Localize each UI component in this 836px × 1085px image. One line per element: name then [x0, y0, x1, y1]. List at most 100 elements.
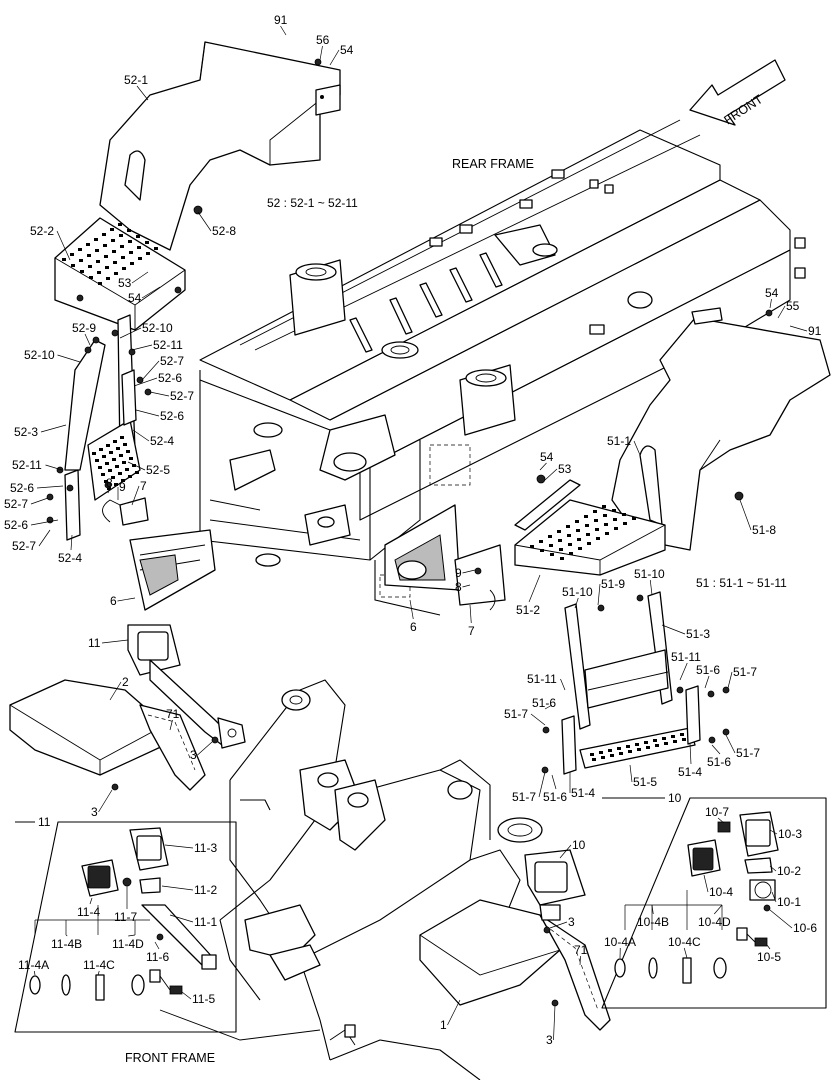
perforation: [119, 454, 123, 457]
perforation: [549, 544, 553, 547]
perforation: [110, 228, 114, 231]
callout-11-4D: 11-4D: [112, 937, 144, 951]
leader-52-7: [142, 361, 159, 380]
perforation: [105, 462, 109, 465]
leader-52-6d: [31, 520, 58, 525]
perforation: [632, 517, 636, 520]
perforation: [102, 455, 106, 458]
perforation: [617, 747, 621, 750]
leader-11-6: [155, 942, 159, 949]
wheel-chocks: [103, 482, 506, 610]
perforation: [94, 238, 98, 241]
callout-51-9: 51-9: [601, 577, 625, 591]
callout-52-11: 52-11: [153, 338, 183, 352]
inset-11-title: 11: [38, 815, 51, 829]
perforation: [129, 457, 133, 460]
perforation: [594, 519, 598, 522]
perforation: [98, 282, 102, 285]
perforation: [137, 246, 141, 249]
perforation: [585, 524, 589, 527]
callout-10-4B: 10-4B: [637, 915, 669, 929]
leader-51-6: [705, 676, 709, 688]
leader-11-4D: [128, 935, 135, 936]
perforation: [119, 234, 123, 237]
callout-71b: 71: [574, 943, 588, 957]
callout-3: 3: [190, 748, 197, 762]
leader-54c: [770, 299, 772, 308]
leader-7b: [470, 605, 471, 623]
perforation: [120, 245, 124, 248]
perforation: [567, 534, 571, 537]
callout-3c: 3: [568, 915, 575, 929]
perforation: [577, 538, 581, 541]
callout-52-1: 52-1: [124, 73, 148, 87]
callout-52-7: 52-7: [160, 354, 184, 368]
callout-54b: 54: [128, 291, 142, 305]
perforation: [97, 271, 101, 274]
perforation: [88, 265, 92, 268]
perforation: [87, 254, 91, 257]
perforation: [664, 742, 668, 745]
callout-6b: 6: [410, 620, 417, 634]
perforation: [89, 276, 93, 279]
perforation: [566, 525, 570, 528]
perforation: [128, 475, 132, 478]
callout-10-4D: 10-4D: [698, 915, 731, 929]
perforation: [612, 509, 616, 512]
perforation: [548, 535, 552, 538]
perforation: [138, 257, 142, 260]
fender-51-assembly: [515, 308, 830, 774]
perforation: [71, 264, 75, 267]
callout-51-6c: 51-6: [707, 755, 731, 769]
leader-52-11: [132, 345, 152, 350]
callout-11-3: 11-3: [194, 841, 217, 855]
callout-53: 53: [118, 276, 132, 290]
perforation: [622, 513, 626, 516]
leader-54: [330, 50, 339, 65]
callout-51-4b: 51-4: [571, 786, 595, 800]
group-52-range: 52 : 52-1 ~ 52-11: [267, 196, 358, 210]
callout-54c: 54: [765, 286, 779, 300]
perforation: [78, 248, 82, 251]
callout-7b: 7: [468, 624, 475, 638]
perforation: [125, 468, 129, 471]
perforation: [568, 543, 572, 546]
perforation: [95, 249, 99, 252]
perforation: [114, 483, 118, 486]
perforation: [111, 239, 115, 242]
callout-91: 91: [274, 13, 288, 27]
perforation: [62, 258, 66, 261]
leader-6b: [410, 600, 413, 619]
leader-11-4B: [66, 935, 67, 936]
perforation: [644, 741, 648, 744]
leader-6: [118, 598, 136, 601]
perforation: [603, 514, 607, 517]
leader-52-1: [137, 86, 148, 100]
callout-51-8: 51-8: [752, 523, 776, 537]
callout-10-5: 10-5: [757, 950, 781, 964]
leader-3b: [99, 790, 113, 812]
leader-11-2: [162, 886, 193, 890]
callout-51-6b: 51-6: [532, 696, 556, 710]
callout-10-6: 10-6: [793, 921, 817, 935]
leader-52-6b: [136, 410, 159, 416]
callout-11-7: 11-7: [114, 910, 137, 924]
callout-11-6: 11-6: [146, 950, 169, 964]
perforation: [80, 270, 84, 273]
callout-51-11b: 51-11: [527, 672, 557, 686]
perforation: [99, 448, 103, 451]
callout-51-3: 51-3: [686, 627, 710, 641]
callout-51-4: 51-4: [678, 765, 702, 779]
perforation: [145, 241, 149, 244]
perforation: [127, 229, 131, 232]
perforation: [595, 528, 599, 531]
perforation: [136, 235, 140, 238]
callout-11-4A: 11-4A: [18, 958, 49, 972]
leader-51-7: [728, 672, 732, 688]
leader-52-3: [41, 425, 66, 432]
leader-52-6c: [37, 486, 63, 488]
callout-91b: 91: [808, 324, 822, 338]
leader-51-9: [598, 584, 600, 605]
callout-6: 6: [110, 594, 117, 608]
